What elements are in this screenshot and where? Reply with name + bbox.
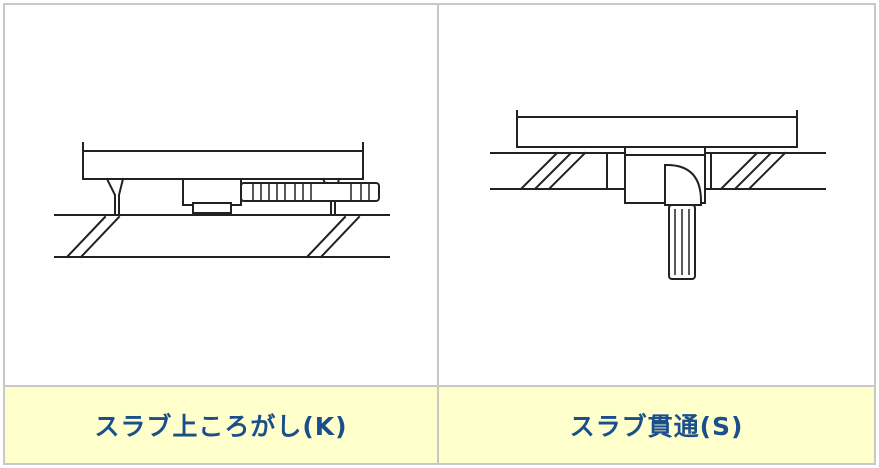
- unit-body: [516, 116, 798, 148]
- slab-hatch-right: [719, 151, 787, 191]
- unit-body: [82, 150, 364, 180]
- slab-hatch-right: [305, 215, 361, 259]
- drain-box-lower: [192, 202, 232, 214]
- drain-box: [182, 178, 242, 206]
- slab-hatch-left: [519, 151, 587, 191]
- drain-pipe: [240, 182, 380, 202]
- panel-slab-penetration-image: [437, 3, 876, 387]
- slab-hatch-left: [65, 215, 121, 259]
- caption-slab-rolling: スラブ上ころがし(K): [3, 385, 439, 465]
- left-leg: [105, 177, 125, 216]
- caption-text: スラブ上ころがし(K): [94, 412, 348, 441]
- caption-slab-penetration: スラブ貫通(S): [437, 385, 876, 465]
- panel-slab-rolling-image: [3, 3, 439, 387]
- unit-top-outline: [82, 142, 364, 152]
- pipe-hatch: [674, 209, 690, 275]
- caption-text: スラブ貫通(S): [569, 412, 744, 441]
- pipe-hatch: [252, 183, 370, 201]
- slab-penetration-diagram: [490, 110, 826, 280]
- slab-rolling-diagram: [54, 142, 390, 259]
